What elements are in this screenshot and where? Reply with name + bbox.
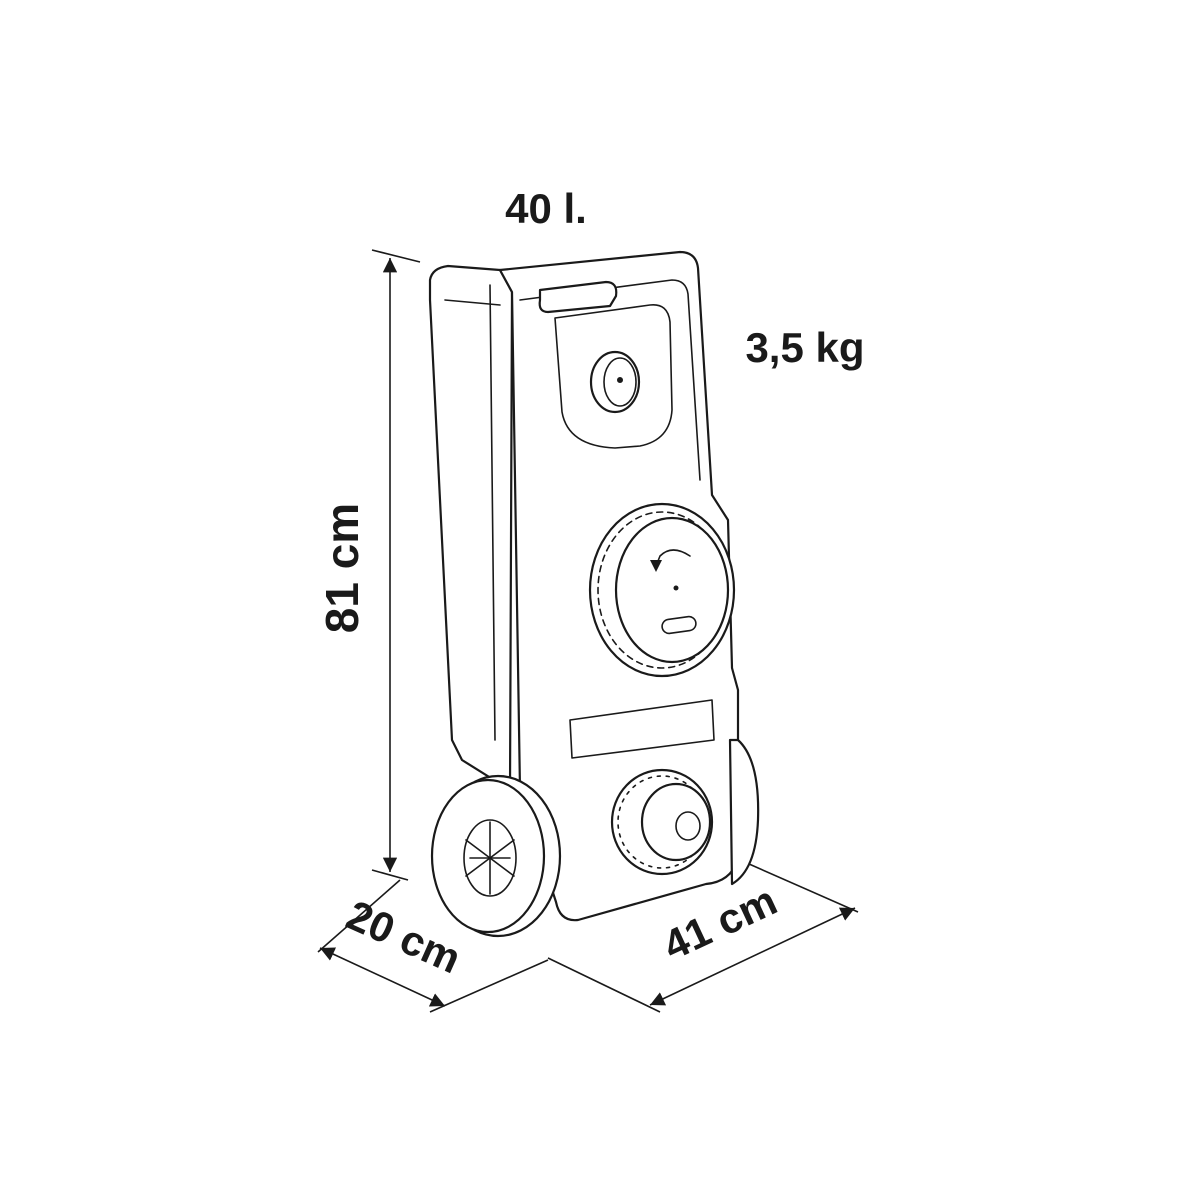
tank-side-top-edge bbox=[444, 299, 501, 306]
depth-dimension bbox=[317, 879, 549, 1013]
vent-cap-center bbox=[617, 377, 623, 383]
height-top-extension-line bbox=[371, 249, 421, 263]
water-tank bbox=[428, 250, 740, 922]
top-recess bbox=[554, 304, 673, 449]
height-dimension bbox=[371, 249, 421, 881]
depth-left-extension-line bbox=[317, 879, 401, 953]
width-dimension-line bbox=[649, 907, 856, 1006]
width-extension-line-left bbox=[547, 957, 661, 1013]
vent-cap-inner bbox=[603, 357, 637, 407]
curved-arrow-head bbox=[650, 560, 662, 572]
capacity-label: 40 l. bbox=[505, 185, 587, 232]
tank-front-inner-edge bbox=[519, 279, 701, 481]
curved-arrow-icon bbox=[655, 549, 691, 567]
carry-handle[interactable] bbox=[538, 280, 618, 314]
left-wheel bbox=[430, 774, 562, 938]
drain-cap-knob bbox=[675, 811, 701, 841]
fill-cap[interactable] bbox=[588, 502, 736, 678]
fill-cap-slot bbox=[661, 615, 697, 635]
label-panel bbox=[569, 699, 715, 759]
height-bottom-extension-line bbox=[371, 869, 409, 881]
weight-label: 3,5 kg bbox=[745, 324, 864, 371]
tank-side-crease bbox=[489, 284, 496, 741]
drain-outlet[interactable] bbox=[610, 768, 714, 876]
depth-dimension-line bbox=[319, 947, 446, 1007]
width-dimension bbox=[547, 859, 859, 1013]
height-label: 81 cm bbox=[316, 503, 368, 633]
fill-cap-dot bbox=[673, 585, 679, 591]
fill-cap-face bbox=[614, 516, 730, 664]
left-wheel-spokes bbox=[465, 821, 515, 895]
depth-extension-line bbox=[429, 959, 549, 1013]
right-wheel bbox=[728, 738, 760, 886]
tank-side-face bbox=[428, 264, 514, 792]
right-wheel-tire bbox=[728, 738, 760, 886]
vent-cap[interactable] bbox=[589, 350, 641, 414]
left-wheel-hub bbox=[463, 819, 517, 897]
width-extension-line-right bbox=[739, 859, 859, 913]
